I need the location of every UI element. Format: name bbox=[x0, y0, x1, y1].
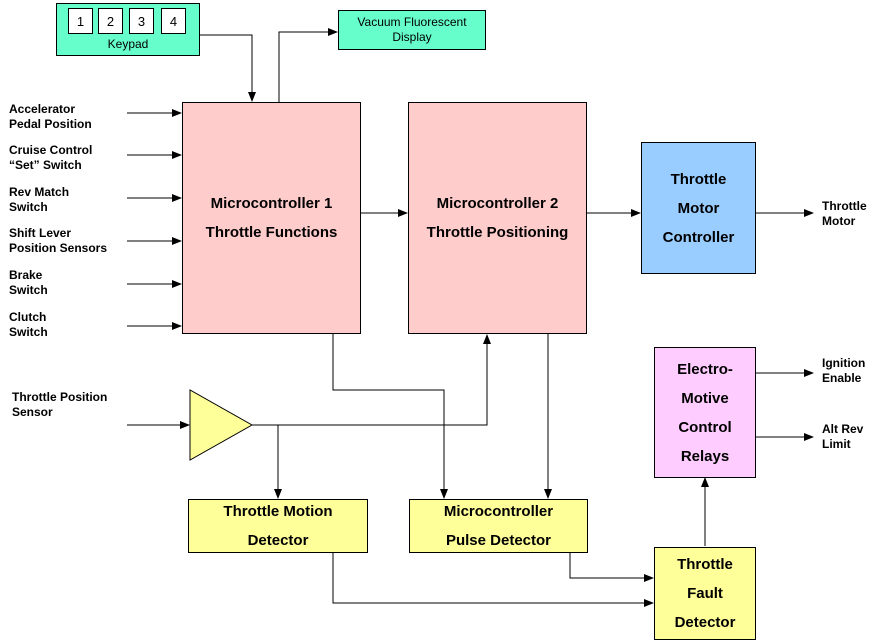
output-label-ignition-enable: Ignition Enable bbox=[822, 356, 866, 385]
input-label-accelerator: Accelerator Pedal Position bbox=[9, 102, 92, 131]
motion-line2: Detector bbox=[247, 532, 309, 549]
tmc-line3: Controller bbox=[662, 228, 735, 246]
relays-line4: Relays bbox=[680, 447, 730, 465]
wire-pulse-fault bbox=[569, 552, 654, 582]
wire-amp-mc2 bbox=[252, 334, 491, 426]
input-label-clutch: Clutch Switch bbox=[9, 310, 48, 339]
wire-mc1-pulse bbox=[332, 333, 448, 499]
relays-line2: Motive bbox=[681, 389, 729, 407]
fault-line3: Detector bbox=[674, 614, 736, 631]
control-relays: Electro- Motive Control Relays bbox=[654, 347, 756, 478]
fault-line1: Throttle bbox=[677, 556, 733, 573]
amplifier-triangle bbox=[189, 389, 254, 461]
vacuum-fluorescent-display: Vacuum Fluorescent Display bbox=[338, 10, 486, 50]
keypad-key-4[interactable]: 4 bbox=[161, 8, 186, 34]
wire-keypad-mc1 bbox=[199, 34, 256, 102]
wire-mc1-display bbox=[278, 28, 338, 102]
input-label-brake: Brake Switch bbox=[9, 268, 48, 297]
wire-motion-fault bbox=[332, 552, 654, 607]
mc1-line2: Throttle Functions bbox=[205, 224, 338, 241]
keypad-key-2[interactable]: 2 bbox=[98, 8, 123, 34]
tmc-line2: Motor bbox=[677, 199, 720, 217]
motion-line1: Throttle Motion bbox=[223, 503, 333, 520]
mc1-line1: Microcontroller 1 bbox=[210, 195, 333, 212]
output-label-alt-rev-limit: Alt Rev Limit bbox=[822, 422, 864, 451]
tmc-line1: Throttle bbox=[670, 170, 727, 188]
pulse-line1: Microcontroller bbox=[443, 503, 554, 520]
display-line1: Vacuum Fluorescent bbox=[357, 15, 467, 29]
throttle-motion-detector: Throttle Motion Detector bbox=[188, 499, 368, 553]
keypad-key-3[interactable]: 3 bbox=[129, 8, 154, 34]
microcontroller-1: Microcontroller 1 Throttle Functions bbox=[182, 102, 361, 334]
keypad-key-1[interactable]: 1 bbox=[68, 8, 93, 34]
input-label-shift-lever: Shift Lever Position Sensors bbox=[9, 226, 108, 255]
microcontroller-2: Microcontroller 2 Throttle Positioning bbox=[408, 102, 587, 334]
input-label-throttle-position-sensor: Throttle Position Sensor bbox=[12, 390, 108, 419]
input-label-rev-match: Rev Match Switch bbox=[9, 185, 70, 214]
fault-line2: Fault bbox=[687, 585, 723, 602]
input-label-cruise-control: Cruise Control “Set” Switch bbox=[9, 143, 93, 172]
throttle-fault-detector: Throttle Fault Detector bbox=[654, 547, 756, 640]
output-label-throttle-motor: Throttle Motor bbox=[822, 199, 867, 228]
keypad-label: Keypad bbox=[107, 37, 149, 51]
pulse-line2: Pulse Detector bbox=[445, 532, 552, 549]
throttle-motor-controller: Throttle Motor Controller bbox=[641, 142, 756, 274]
relays-line1: Electro- bbox=[677, 360, 733, 378]
mc2-line2: Throttle Positioning bbox=[426, 224, 569, 241]
microcontroller-pulse-detector: Microcontroller Pulse Detector bbox=[409, 499, 588, 553]
display-line2: Display bbox=[392, 30, 432, 44]
mc2-line1: Microcontroller 2 bbox=[436, 195, 559, 212]
relays-line3: Control bbox=[678, 418, 732, 436]
